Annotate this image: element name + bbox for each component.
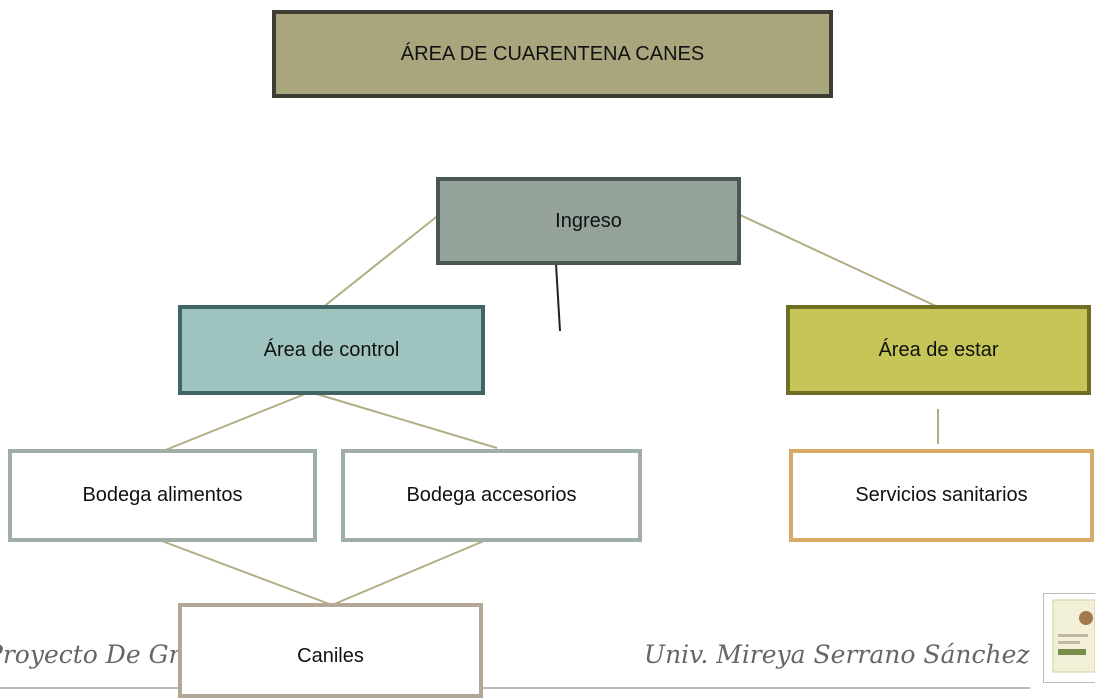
node-servicios-sanitarios: Servicios sanitarios — [789, 449, 1094, 542]
footer-author: Univ. Mireya Serrano Sánchez — [644, 640, 1030, 669]
node-bodega-alimentos-label: Bodega alimentos — [82, 484, 243, 506]
connector-control-alimentos — [157, 391, 311, 454]
node-bodega-accesorios: Bodega accesorios — [341, 449, 642, 542]
node-ingreso: Ingreso — [436, 177, 741, 265]
node-bodega-alimentos: Bodega alimentos — [8, 449, 317, 542]
node-servicios-sanitarios-label: Servicios sanitarios — [855, 484, 1028, 506]
connector-accesorios-caniles — [331, 537, 492, 606]
connector-ingreso-control — [321, 213, 441, 309]
node-caniles-label: Caniles — [297, 645, 364, 667]
connector-ingreso-estar — [737, 213, 939, 308]
node-caniles: Caniles — [178, 603, 483, 698]
connector-alimentos-caniles — [153, 537, 333, 606]
node-area-estar-label: Área de estar — [878, 338, 999, 361]
node-ingreso-label: Ingreso — [555, 209, 622, 232]
connector-control-accesorios — [309, 391, 498, 449]
title-label: ÁREA DE CUARENTENA CANES — [400, 42, 705, 65]
connector-ingreso-down — [555, 263, 561, 332]
title-box: ÁREA DE CUARENTENA CANES — [272, 10, 833, 98]
footer-logo — [1043, 593, 1095, 683]
footer-left-text: Proyecto De Gr — [0, 640, 181, 669]
node-bodega-accesorios-label: Bodega accesorios — [406, 484, 577, 506]
logo-image-icon — [1052, 599, 1095, 673]
node-area-control-label: Área de control — [263, 338, 400, 361]
node-area-control: Área de control — [178, 305, 485, 395]
node-area-estar: Área de estar — [786, 305, 1091, 395]
